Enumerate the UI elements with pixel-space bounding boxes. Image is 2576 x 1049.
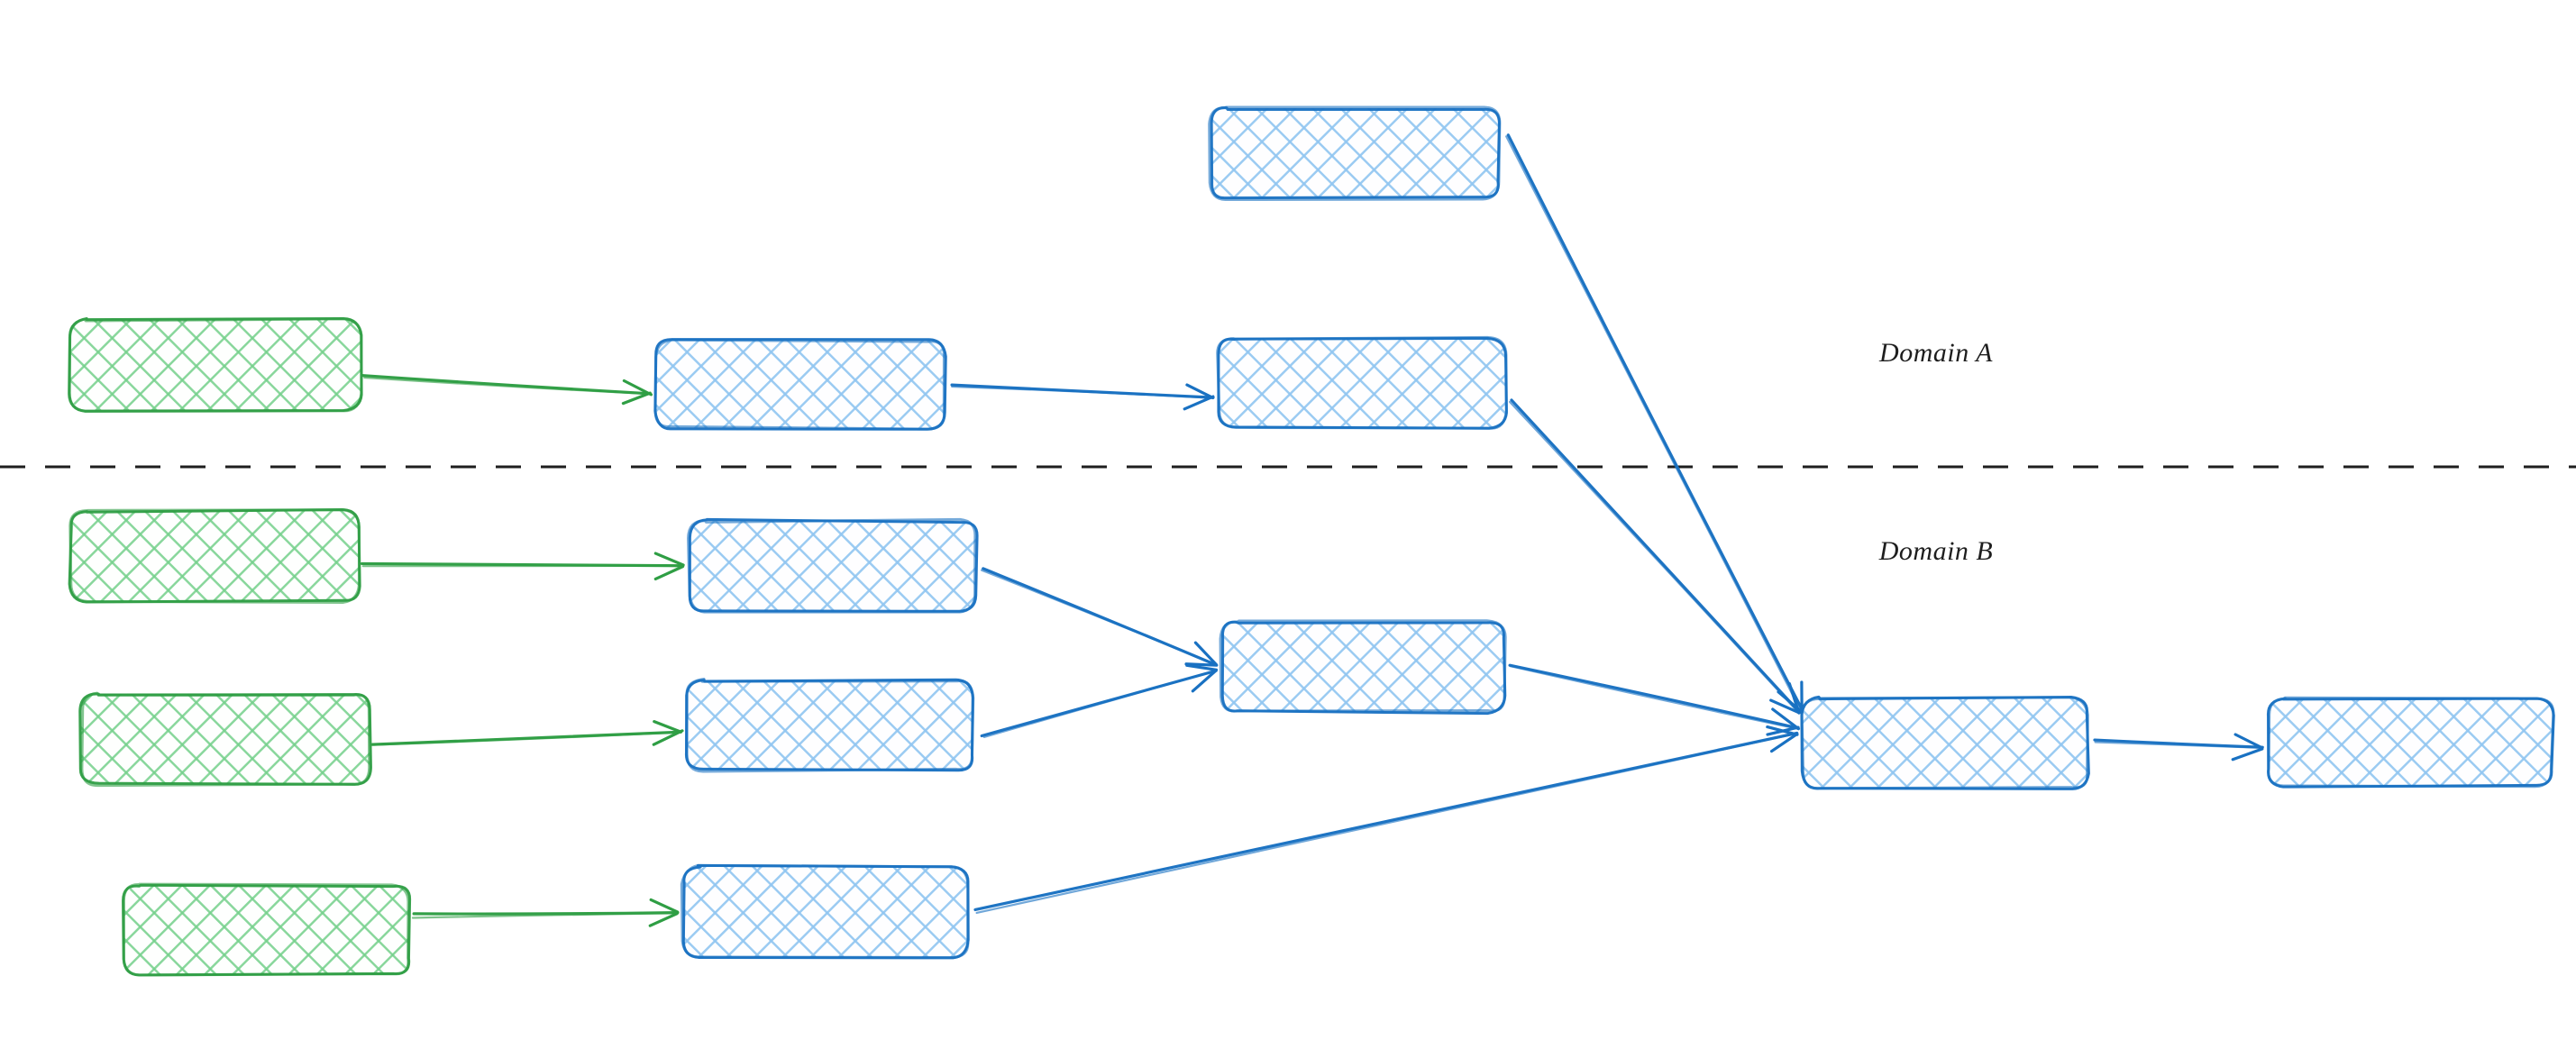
node-hatch-fill (687, 680, 973, 771)
edge-arrowhead (1183, 395, 1215, 411)
edge-line (1510, 398, 1802, 715)
edge-arrowhead (2233, 733, 2263, 750)
edge-e-blue-a1-to-blue-a2 (950, 383, 1215, 411)
edge-line (1506, 133, 1805, 714)
node-hatch-fill (683, 867, 968, 957)
node-blue-b-2[interactable] (684, 677, 975, 773)
edge-arrowhead (1185, 383, 1215, 400)
edge-line (2094, 741, 2263, 749)
node-outline (687, 517, 977, 614)
node-hatch-fill (1803, 698, 2087, 789)
edge-line (981, 569, 1218, 666)
node-green-b-3[interactable] (122, 882, 412, 977)
node-outline (69, 508, 361, 604)
edge-line (411, 912, 680, 919)
edge-arrowhead (648, 912, 679, 927)
edge-line (1505, 135, 1803, 714)
edge-e-blue-a-top-to-hub (1505, 133, 1805, 715)
edge-line (1509, 400, 1800, 714)
edge-arrowhead (1769, 733, 1799, 753)
edge-arrowhead (622, 379, 653, 397)
edge-arrowhead (1184, 662, 1219, 667)
edge-e-blue-b2-to-merge (980, 663, 1219, 738)
edge-arrowhead (1787, 682, 1801, 715)
node-blue-b-1[interactable] (687, 517, 979, 614)
node-green-b-1[interactable] (68, 507, 361, 604)
edge-arrowhead (1193, 641, 1219, 667)
node-hatch-fill (70, 511, 359, 601)
edge-e-blue-b1-to-merge (981, 567, 1219, 667)
edge-line (982, 670, 1217, 738)
edge-arrowhead (653, 552, 685, 567)
node-hatch-fill (1210, 108, 1499, 198)
edge-arrowhead (1769, 698, 1801, 715)
node-outline (680, 863, 970, 959)
node-outline (1219, 619, 1507, 713)
node-blue-b-final[interactable] (2267, 696, 2555, 789)
node-hatch-fill (81, 694, 370, 784)
node-blue-b-merge[interactable] (1219, 619, 1507, 716)
edge-e-blue-a2-to-hub (1509, 398, 1802, 715)
node-green-a-1[interactable] (67, 316, 363, 414)
edge-arrowhead (653, 565, 685, 581)
edge-arrowhead (1766, 725, 1799, 736)
edge-e-merge-to-hub (1508, 663, 1800, 736)
node-hatch-fill (1219, 338, 1505, 428)
domain-a-label: Domain A (1879, 338, 1993, 368)
node-outline (1216, 335, 1508, 430)
edge-line (951, 385, 1214, 399)
node-outline (653, 338, 945, 431)
edge-line (1509, 665, 1800, 730)
edge-arrowhead (621, 391, 652, 406)
node-outline (122, 882, 410, 977)
node-blue-a-2[interactable] (1216, 335, 1508, 430)
edge-arrowhead (2231, 747, 2264, 762)
node-blue-b-hub[interactable] (1800, 695, 2090, 790)
edge-e-green-b2-to-blue-b2 (370, 720, 684, 746)
node-hatch-fill (70, 320, 361, 410)
edge-e-hub-to-final (2093, 733, 2264, 762)
node-hatch-fill (1221, 622, 1504, 712)
edge-e-blue-b3-to-hub (973, 725, 1799, 915)
edge-e-green-b3-to-blue-b3 (411, 898, 680, 927)
node-outline (67, 317, 363, 414)
node-outline (80, 691, 371, 788)
node-blue-a-1[interactable] (653, 338, 947, 431)
edge-e-green-a1-to-blue-a1 (361, 374, 653, 406)
edge-arrowhead (653, 720, 682, 734)
node-hatch-fill (690, 521, 976, 611)
edge-line (372, 731, 682, 746)
edge-line (1508, 663, 1800, 730)
node-outline (1208, 105, 1502, 202)
edge-arrowhead (1185, 663, 1219, 671)
edge-line (363, 376, 653, 396)
node-green-b-2[interactable] (78, 691, 372, 788)
edge-e-green-b1-to-blue-b1 (360, 552, 685, 581)
node-blue-b-3[interactable] (680, 863, 970, 960)
node-hatch-fill (124, 885, 409, 975)
node-outline (1800, 696, 2089, 790)
edge-line (975, 732, 1799, 915)
node-outline (2267, 696, 2555, 789)
node-outline (685, 677, 975, 773)
domain-b-label: Domain B (1878, 536, 1994, 566)
edge-arrowhead (649, 898, 680, 914)
node-hatch-fill (656, 341, 945, 428)
node-blue-a-top[interactable] (1208, 105, 1502, 202)
node-layer (67, 105, 2555, 977)
edge-layer (360, 133, 2264, 927)
edge-arrowhead (1771, 707, 1800, 731)
edge-arrowhead (1191, 670, 1217, 693)
edge-arrowhead (652, 729, 684, 746)
node-hatch-fill (2268, 698, 2553, 786)
